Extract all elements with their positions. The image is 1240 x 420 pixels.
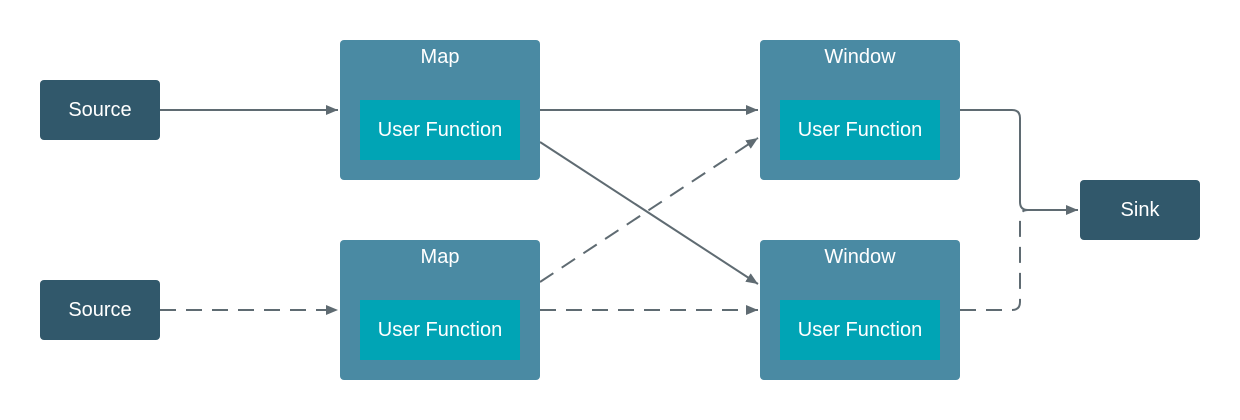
user-function-label: User Function (797, 118, 923, 141)
map-user-function-1[interactable]: User Function (360, 100, 520, 160)
map-operator-2[interactable]: Map User Function (340, 240, 540, 380)
source-label-1: Source (68, 98, 132, 121)
edge-window1-sink (960, 109, 1078, 215)
sink-label: Sink (1120, 198, 1160, 221)
user-function-label: User Function (377, 118, 503, 141)
window-operator-2[interactable]: Window User Function (760, 240, 960, 380)
window-operator-1[interactable]: Window User Function (760, 40, 960, 180)
source-label-2: Source (68, 298, 132, 321)
window-title-2: Window (824, 246, 896, 268)
map-title-1: Map (420, 46, 460, 68)
map-operator-1[interactable]: Map User Function (340, 40, 540, 180)
sink-node[interactable]: Sink (1080, 180, 1200, 240)
window-user-function-1[interactable]: User Function (780, 100, 940, 160)
map-user-function-2[interactable]: User Function (360, 300, 520, 360)
source-node-1[interactable]: Source (40, 80, 160, 140)
edge-map1-window2 (539, 141, 759, 285)
window-title-1: Window (824, 46, 896, 68)
user-function-label: User Function (797, 318, 923, 341)
edge-map2-window1 (539, 137, 759, 283)
user-function-label: User Function (377, 318, 503, 341)
source-node-2[interactable]: Source (40, 280, 160, 340)
edge-window2-sink (960, 209, 1029, 311)
window-user-function-2[interactable]: User Function (780, 300, 940, 360)
map-title-2: Map (420, 246, 460, 268)
